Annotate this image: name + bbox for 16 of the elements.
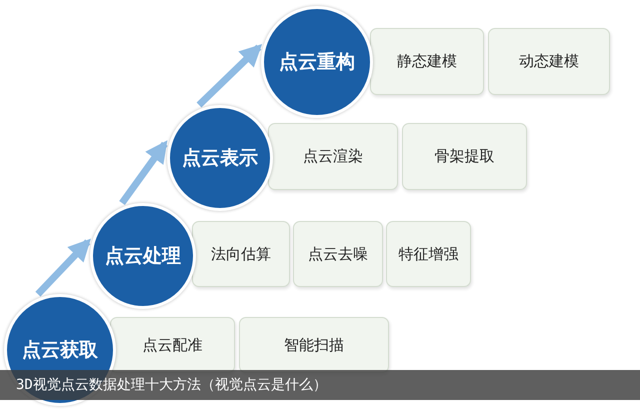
arrow xyxy=(35,238,91,297)
caption-bar: 3D视觉点云数据处理十大方法（视觉点云是什么） xyxy=(0,370,640,400)
method-box: 智能扫描 xyxy=(239,317,389,373)
method-box: 法向估算 xyxy=(192,221,290,287)
method-box: 动态建模 xyxy=(488,28,610,95)
arrow xyxy=(196,44,262,108)
method-box: 点云渲染 xyxy=(268,123,398,190)
arrow xyxy=(119,140,168,206)
method-box: 点云去噪 xyxy=(293,221,383,287)
method-box: 特征增强 xyxy=(386,221,471,287)
stage-circle: 点云处理 xyxy=(90,203,196,309)
stage-circle: 点云表示 xyxy=(167,105,273,211)
stage-circle: 点云重构 xyxy=(261,6,373,118)
method-box: 点云配准 xyxy=(110,317,235,373)
method-box: 静态建模 xyxy=(370,28,484,95)
method-box: 骨架提取 xyxy=(402,123,527,190)
